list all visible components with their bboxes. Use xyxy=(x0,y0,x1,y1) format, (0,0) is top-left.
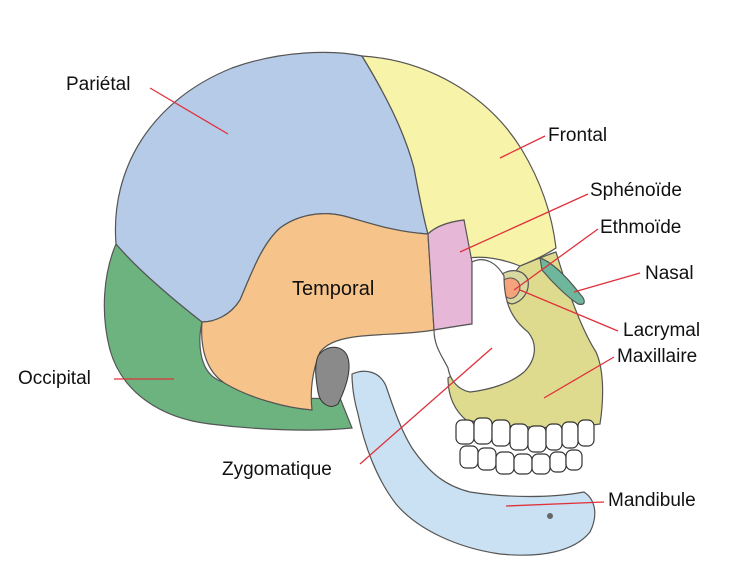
mandibule-bone xyxy=(351,370,596,556)
label-parietal: Pariétal xyxy=(66,74,131,95)
frontal-bone xyxy=(360,55,557,267)
ear-canal xyxy=(315,346,350,407)
leader-maxillaire xyxy=(543,356,615,399)
leader-nasal xyxy=(573,272,641,293)
teeth xyxy=(455,417,595,475)
leader-frontal xyxy=(499,135,546,159)
leader-mandibule xyxy=(505,501,605,507)
label-sphenoide: Sphénoïde xyxy=(590,180,682,201)
label-nasal: Nasal xyxy=(645,263,694,284)
leader-zygomatique xyxy=(359,347,493,465)
leader-sphenoide xyxy=(459,193,589,253)
label-ethmoide: Ethmoïde xyxy=(600,217,682,238)
label-temporal: Temporal xyxy=(292,278,375,300)
zygomatique-bone xyxy=(433,259,535,393)
label-frontal: Frontal xyxy=(548,125,608,146)
label-zygomatique: Zygomatique xyxy=(222,459,332,480)
label-occipital: Occipital xyxy=(18,368,91,389)
leader-ethmoide xyxy=(513,228,599,291)
leader-parietal xyxy=(149,87,229,135)
sphenoide-bone xyxy=(427,219,473,331)
temporal-bone xyxy=(201,213,435,411)
label-maxillaire: Maxillaire xyxy=(617,346,698,367)
label-mandibule: Mandibule xyxy=(608,490,696,511)
leader-lines xyxy=(114,87,641,507)
leader-lacrymal xyxy=(519,289,619,332)
nasal-bone xyxy=(539,257,585,305)
label-lacrymal: Lacrymal xyxy=(623,320,701,341)
mental-foramen xyxy=(547,513,553,519)
